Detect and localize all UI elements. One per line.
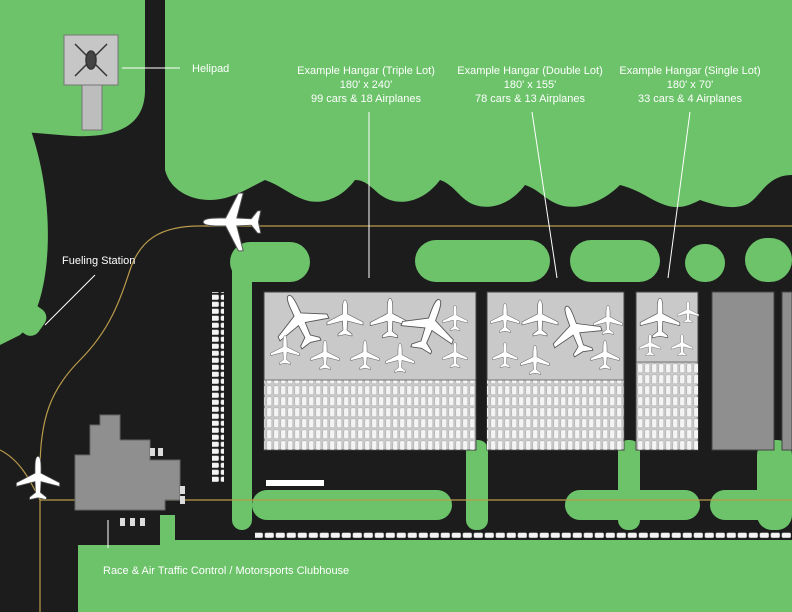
- hangar-single-lot: [635, 291, 699, 451]
- vacant-lot: [711, 291, 775, 451]
- hangar-single-capacity: 33 cars & 4 Airplanes: [638, 93, 742, 105]
- fueling-station-label: Fueling Station: [62, 255, 135, 267]
- hangar-double-size: 180' x 155': [504, 79, 557, 91]
- clubhouse-building: [74, 414, 185, 526]
- parking-strip-bottom: [255, 532, 792, 539]
- hangar-double-title: Example Hangar (Double Lot): [457, 65, 603, 77]
- hangar-single-size: 180' x 70': [667, 79, 713, 91]
- hangar-single-title: Example Hangar (Single Lot): [619, 65, 760, 77]
- parking-strip-vertical: [212, 292, 224, 482]
- hangar-triple-capacity: 99 cars & 18 Airplanes: [311, 93, 422, 105]
- hangar-double-capacity: 78 cars & 13 Airplanes: [475, 93, 586, 105]
- hangar-triple-size: 180' x 240': [340, 79, 393, 91]
- clubhouse-label: Race & Air Traffic Control / Motorsports…: [103, 565, 349, 577]
- leader-lines: [44, 67, 691, 548]
- helipad-icon: [74, 43, 108, 77]
- hangar-triple-title: Example Hangar (Triple Lot): [297, 65, 435, 77]
- helipad: [63, 34, 119, 131]
- vacant-lot: [781, 291, 792, 451]
- helipad-label: Helipad: [192, 63, 229, 75]
